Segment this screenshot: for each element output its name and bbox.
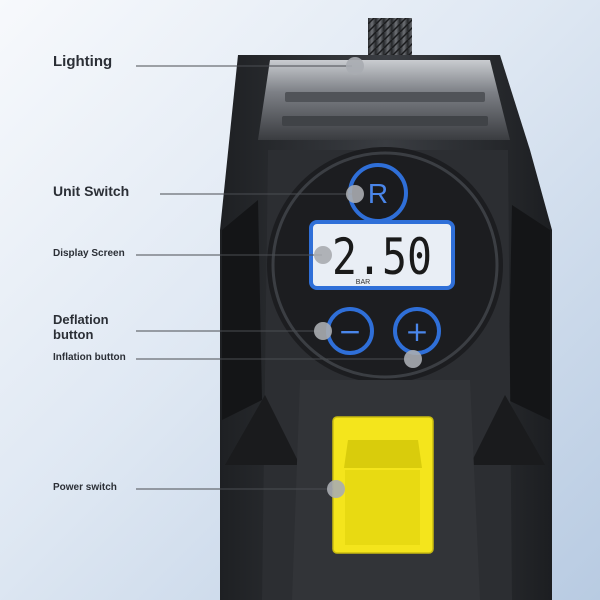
right-side-panel [508, 205, 550, 420]
display-bezel-rim [271, 151, 499, 379]
pressure-reading: 2.50 [332, 228, 432, 286]
left-side-panel [222, 200, 262, 420]
inflation-button[interactable]: + [393, 307, 441, 355]
callout-lines [136, 65, 410, 490]
marker-inflation [404, 350, 422, 368]
label-inflation-button: Inflation button [53, 352, 126, 363]
label-unit-switch: Unit Switch [53, 183, 130, 199]
label-display-screen: Display Screen [53, 248, 125, 259]
label-power-switch: Power switch [53, 482, 117, 493]
callout-markers [314, 57, 422, 498]
label-lighting: Lighting [53, 53, 113, 70]
light-slot [285, 92, 485, 102]
plus-glyph: + [405, 315, 428, 348]
pressure-unit: BAR [356, 279, 370, 286]
minus-glyph: − [338, 315, 361, 348]
marker-deflation [314, 322, 332, 340]
unit-switch-glyph: R [368, 178, 388, 209]
label-deflation-button: Deflation button [53, 312, 109, 342]
deflation-button[interactable]: − [326, 307, 374, 355]
marker-power [327, 480, 345, 498]
marker-unit [346, 185, 364, 203]
left-shoulder [225, 395, 300, 465]
display-screen: 2.50 BAR [309, 220, 455, 290]
right-shoulder [470, 395, 545, 465]
power-switch[interactable] [332, 416, 434, 554]
marker-lighting [346, 57, 364, 75]
light-slot-2 [282, 116, 488, 126]
marker-display [314, 246, 332, 264]
